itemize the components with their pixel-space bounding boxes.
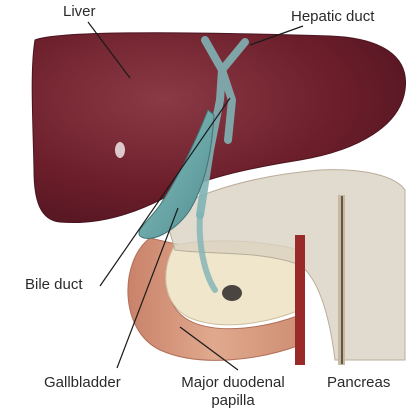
label-gallbladder: Gallbladder	[44, 374, 121, 392]
vessel-main	[295, 235, 305, 365]
label-papilla-line2: papilla	[168, 392, 298, 410]
label-hepatic-duct: Hepatic duct	[291, 8, 374, 26]
label-papilla-line1: Major duodenal	[168, 374, 298, 392]
papilla-marker	[222, 285, 242, 301]
label-liver: Liver	[63, 3, 96, 21]
label-pancreas: Pancreas	[327, 374, 390, 392]
label-papilla: Major duodenal papilla	[168, 374, 298, 410]
label-bile-duct: Bile duct	[25, 276, 83, 294]
liver-glare	[115, 142, 125, 158]
